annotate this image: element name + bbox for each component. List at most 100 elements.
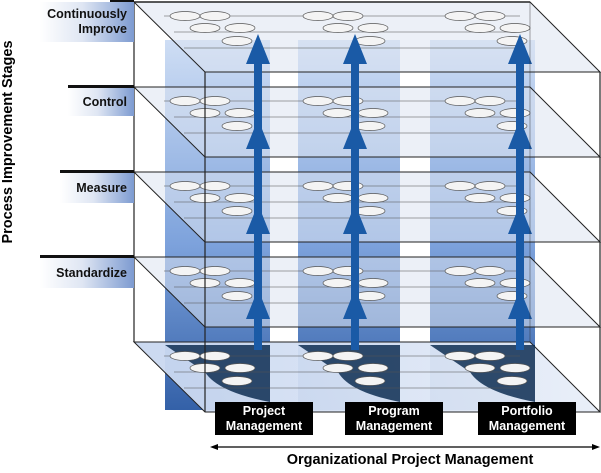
stage-label-standardize: Standardize [40,258,134,288]
domain-label-text: Project Management [226,404,302,434]
arrow-head-3-1 [508,34,532,64]
stage-rule-measure [60,170,134,173]
arrow-head-3-3 [508,204,532,234]
process-node [464,193,496,203]
process-node [169,351,201,361]
arrow-shaft-2 [351,50,359,350]
stage-rule-continuously-improve [110,0,134,3]
stage-label-line1: Standardize [56,265,127,280]
process-node [221,376,253,386]
arrow-head-2-1 [343,34,367,64]
process-node [224,193,256,203]
process-node [354,36,386,46]
process-node [474,96,506,106]
process-node [322,363,354,373]
process-node [464,108,496,118]
domain-label-program-management: Program Management [345,402,443,435]
process-node [499,278,531,288]
process-node [499,108,531,118]
process-node [354,206,386,216]
domain-label-text: Program Management [356,404,432,434]
arrow-head-2-2 [343,119,367,149]
process-node [322,108,354,118]
process-node [444,351,476,361]
x-axis-label: Organizational Project Management [286,452,534,468]
process-node [199,11,231,21]
arrow-head-1-3 [246,204,270,234]
cube-frame [133,1,601,412]
process-node [499,193,531,203]
domain-line1: Project [242,403,286,418]
process-node [224,108,256,118]
process-node [499,23,531,33]
stage-rule-control [68,85,134,88]
process-node [322,278,354,288]
process-node [474,266,506,276]
arrow-head-1-2 [246,119,270,149]
process-node [464,363,496,373]
domain-label-portfolio-management: Portfolio Management [478,402,576,435]
process-node [224,363,256,373]
process-node [474,181,506,191]
process-node [322,193,354,203]
stage-label-continuously-improve: Continuously Improve [40,2,134,42]
y-axis-label: Process Improvement Stages [0,40,16,244]
arrow-shaft-1 [254,50,262,350]
process-node [357,108,389,118]
process-node [357,23,389,33]
process-node [354,376,386,386]
progress-arrows [246,34,532,350]
process-node [464,23,496,33]
arrow-head-1-4 [246,289,270,319]
process-node [224,278,256,288]
process-node [357,363,389,373]
process-node [474,11,506,21]
process-node [302,96,334,106]
process-node [169,11,201,21]
stage-label-measure: Measure [60,173,134,203]
domain-line2: Management [225,418,303,433]
stage-label-control: Control [68,88,134,116]
process-node [221,206,253,216]
x-axis-arrowhead-left [210,444,218,450]
process-node [169,266,201,276]
arrow-shaft-3 [516,50,524,350]
process-node [499,363,531,373]
process-node [221,121,253,131]
stage-label-line2: Improve [78,22,127,36]
arrow-head-2-3 [343,204,367,234]
process-node [199,181,231,191]
process-node [332,351,364,361]
stage-rule-standardize [40,255,134,258]
process-node [444,96,476,106]
x-axis-arrow [210,444,600,450]
process-node [221,36,253,46]
stage-label-line1: Continuously [47,7,127,21]
process-node [496,376,528,386]
process-node [189,23,221,33]
process-node [357,193,389,203]
arrow-head-1-1 [246,34,270,64]
domain-label-text: Portfolio Management [489,404,565,434]
process-node [169,181,201,191]
domain-line1: Program [368,403,420,418]
process-node [357,278,389,288]
process-node [444,266,476,276]
process-node [474,351,506,361]
x-axis-arrowhead-right [592,444,600,450]
process-node [199,351,231,361]
process-node [302,266,334,276]
arrow-head-3-2 [508,119,532,149]
domain-line1: Portfolio [501,403,553,418]
domain-label-project-management: Project Management [215,402,313,435]
process-node [354,121,386,131]
domain-line2: Management [355,418,433,433]
process-node [169,96,201,106]
process-node [332,11,364,21]
process-node [302,351,334,361]
process-node [322,23,354,33]
process-node [221,291,253,301]
process-node [354,291,386,301]
process-node [302,11,334,21]
